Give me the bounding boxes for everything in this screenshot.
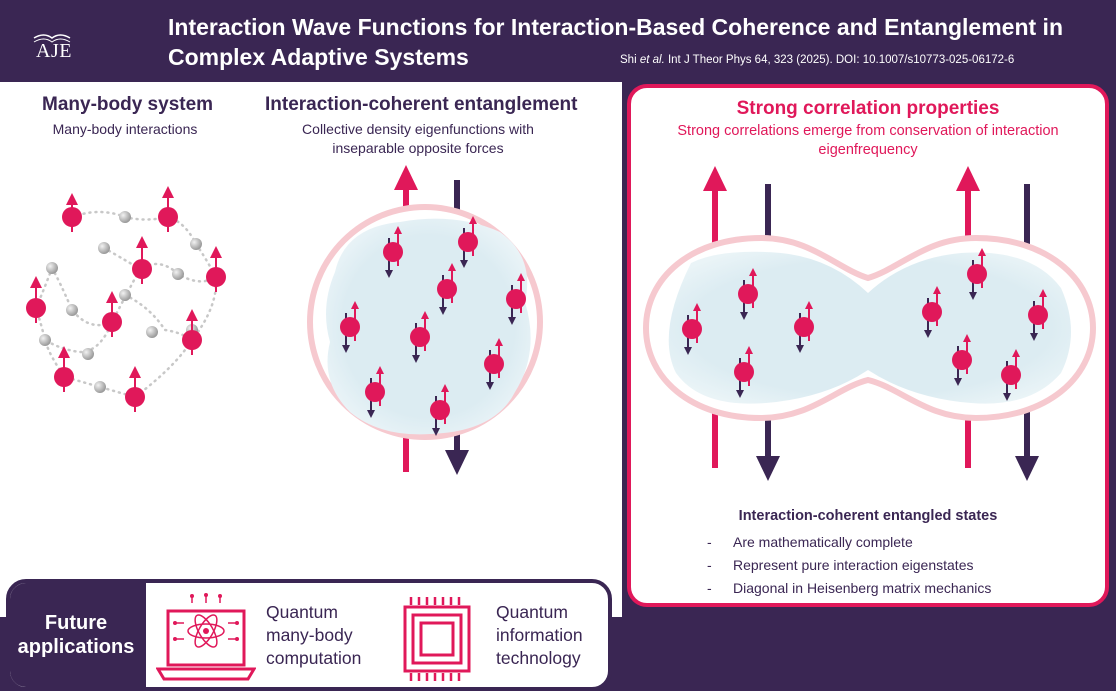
entangled-spin-pair bbox=[340, 301, 360, 353]
chip-icon bbox=[403, 597, 471, 681]
entangled-spin-pair bbox=[734, 346, 754, 398]
entangled-spin-pair bbox=[967, 248, 987, 300]
state-item: - Are mathematically complete bbox=[707, 534, 913, 550]
spin-up-particle bbox=[206, 246, 226, 292]
app-label-computation: Quantum many-body computation bbox=[266, 602, 362, 668]
entangled-spin-pair bbox=[794, 301, 814, 353]
entangled-spin-pair bbox=[383, 226, 403, 278]
states-title: Interaction-coherent entangled states bbox=[738, 508, 998, 524]
future-applications-box: Future applications Quantum many-body co… bbox=[6, 579, 612, 691]
left-panel: Many-body system Many-body interactions … bbox=[0, 82, 622, 691]
many-body-heading: Many-body system bbox=[42, 94, 214, 115]
laptop-atom-icon bbox=[156, 593, 256, 681]
density-blob bbox=[326, 218, 531, 435]
citation-authors: Shi bbox=[620, 54, 637, 66]
network-spin-particles bbox=[26, 186, 226, 412]
entangled-spin-pair bbox=[430, 384, 450, 436]
dumbbell-correlation-diagram bbox=[642, 166, 1097, 481]
entangled-spin-pair bbox=[410, 311, 430, 363]
state-text: Are mathematically complete bbox=[733, 534, 913, 550]
entanglement-subtitle: Collective density eigenfunctions with i… bbox=[302, 121, 534, 156]
state-text: Represent pure interaction eigenstates bbox=[733, 557, 974, 573]
citation-reference: Int J Theor Phys 64, 323 (2025). DOI: 10… bbox=[667, 54, 1015, 66]
spin-up-particle bbox=[182, 309, 202, 355]
entangled-spin-pair bbox=[506, 273, 526, 325]
citation-etal: et al. bbox=[639, 54, 665, 66]
right-panel: Strong correlation properties Strong cor… bbox=[627, 84, 1109, 607]
spin-up-particle bbox=[132, 236, 152, 284]
spin-up-particle bbox=[54, 346, 74, 392]
many-body-network-diagram bbox=[26, 186, 226, 412]
page-title-line1: Interaction Wave Functions for Interacti… bbox=[168, 14, 1064, 40]
future-applications-label: Future applications bbox=[17, 612, 135, 658]
header-banner: AJE Interaction Wave Functions for Inter… bbox=[0, 0, 1116, 82]
entangled-spin-pair bbox=[484, 338, 504, 390]
aje-logo-book-icon bbox=[33, 34, 71, 43]
aje-logo-text: AJE bbox=[36, 40, 72, 62]
spin-up-particle bbox=[158, 186, 178, 232]
bullet-dash: - bbox=[707, 580, 712, 596]
many-body-subtitle: Many-body interactions bbox=[52, 121, 198, 137]
entangled-spin-pair bbox=[437, 263, 457, 315]
entangled-spin-pair bbox=[365, 366, 385, 418]
spin-up-particle bbox=[102, 291, 122, 337]
spin-up-particle bbox=[26, 276, 46, 323]
entangled-spin-pair bbox=[738, 268, 758, 320]
entangled-pairs bbox=[340, 216, 526, 436]
app-label-information: Quantum information technology bbox=[496, 602, 583, 668]
network-gray-balls bbox=[39, 211, 202, 393]
state-item: - Diagonal in Heisenberg matrix mechanics bbox=[707, 580, 991, 596]
strong-correlation-subtitle: Strong correlations emerge from conserva… bbox=[677, 123, 1059, 158]
dumbbell-blob bbox=[668, 251, 1071, 404]
entangled-spin-pair bbox=[1028, 289, 1048, 341]
entangled-sphere-diagram bbox=[307, 165, 543, 475]
state-text: Diagonal in Heisenberg matrix mechanics bbox=[733, 580, 992, 596]
entanglement-heading: Interaction-coherent entanglement bbox=[265, 94, 578, 115]
entangled-spin-pair bbox=[458, 216, 478, 268]
state-item: - Represent pure interaction eigenstates bbox=[707, 557, 973, 573]
dumbbell-entangled-pairs bbox=[682, 248, 1048, 401]
page-title-line2: Complex Adaptive Systems bbox=[168, 44, 469, 70]
future-applications-tab: Future applications bbox=[10, 583, 146, 687]
citation: Shi et al. Int J Theor Phys 64, 323 (202… bbox=[620, 54, 1014, 66]
entangled-spin-pair bbox=[952, 334, 972, 386]
spin-up-particle bbox=[125, 366, 145, 412]
bullet-dash: - bbox=[707, 557, 712, 573]
entangled-spin-pair bbox=[922, 286, 942, 338]
entangled-spin-pair bbox=[682, 303, 702, 355]
entangled-spin-pair bbox=[1001, 349, 1021, 401]
bullet-dash: - bbox=[707, 534, 712, 550]
strong-correlation-heading: Strong correlation properties bbox=[736, 98, 1000, 119]
spin-up-particle bbox=[62, 193, 82, 232]
